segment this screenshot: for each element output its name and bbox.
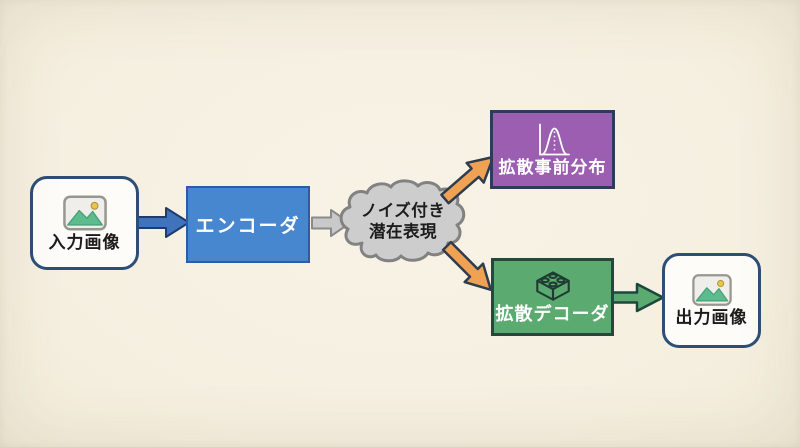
input-image-label: 入力画像 [48, 232, 121, 253]
output-image-label: 出力画像 [675, 308, 748, 328]
arrow-decoder-to-output [610, 282, 665, 313]
diffusion-decoder-label: 拡散デコーダ [495, 304, 610, 326]
arrow-latent-to-decoder [441, 240, 493, 292]
arrow-latent-to-prior [440, 155, 495, 205]
image-icon [62, 194, 107, 231]
diffusion-prior-label: 拡散事前分布 [498, 157, 607, 178]
node-diffusion-decoder: 拡散デコーダ [491, 258, 614, 336]
arrow-input-to-encoder [136, 207, 190, 238]
node-encoder: エンコーダ [186, 186, 310, 263]
noisy-latent-label-line2: 潜在表現 [369, 222, 437, 241]
noisy-latent-label-line1: ノイズ付き [360, 201, 446, 220]
image-icon [691, 274, 732, 306]
lego-brick-icon [535, 271, 570, 301]
noisy-latent-label: ノイズ付き 潜在表現 [347, 200, 459, 242]
bell-curve-icon [538, 123, 570, 156]
node-input-image: 入力画像 [30, 176, 139, 270]
encoder-label: エンコーダ [195, 215, 301, 237]
node-diffusion-prior: 拡散事前分布 [490, 110, 615, 189]
node-output-image: 出力画像 [662, 253, 761, 348]
